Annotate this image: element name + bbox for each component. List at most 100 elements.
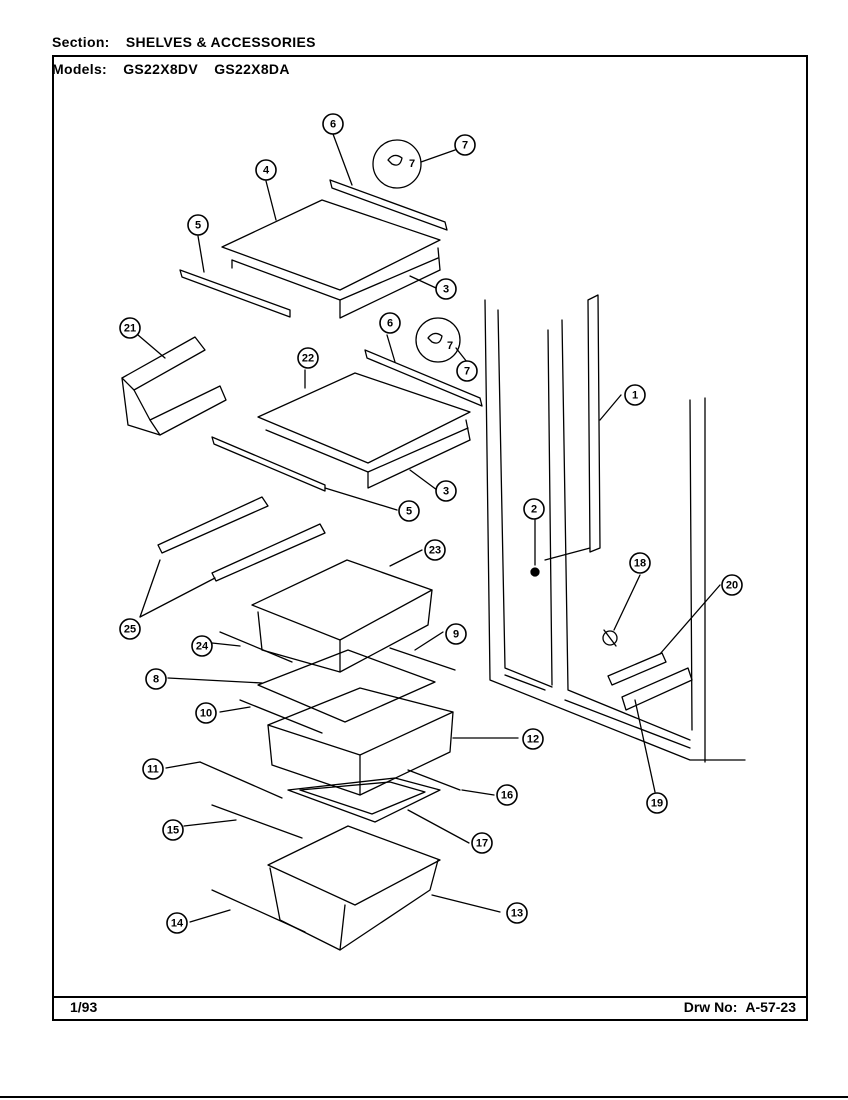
callout-number: 20 <box>726 580 738 592</box>
callout-circle <box>119 317 141 339</box>
callout-1: 1 <box>624 384 646 406</box>
screw-leader <box>544 547 591 561</box>
callout-circle <box>162 819 184 841</box>
models-label: Models: <box>52 61 107 77</box>
callout-2: 2 <box>523 498 545 520</box>
crisper-cover-glass <box>257 649 436 723</box>
callout-13: 13 <box>506 902 528 924</box>
callout-14: 14 <box>166 912 188 934</box>
callout-7: 7 <box>456 360 478 382</box>
callout-10: 10 <box>195 702 217 724</box>
callout-5: 5 <box>398 500 420 522</box>
shelf-ladder-rail <box>587 294 601 553</box>
callout-number: 11 <box>147 764 159 776</box>
callout-number: 5 <box>195 220 201 232</box>
callout-17: 17 <box>471 832 493 854</box>
callout-number: 18 <box>634 558 646 570</box>
callout-number: 6 <box>330 119 336 131</box>
crisper-cover-frame <box>287 777 441 823</box>
callout-22: 22 <box>297 347 319 369</box>
drawer-slide-rails <box>199 631 461 933</box>
callout-circle <box>255 159 277 181</box>
callout-20: 20 <box>721 574 743 596</box>
callout-24: 24 <box>191 635 213 657</box>
callout-circle <box>195 702 217 724</box>
callout-21: 21 <box>119 317 141 339</box>
lower-shelf-front-trim <box>364 349 483 407</box>
callout-circle <box>471 832 493 854</box>
callout-circle <box>523 498 545 520</box>
cabinet-bracket-20 <box>607 652 667 686</box>
callout-6: 6 <box>379 312 401 334</box>
callout-23: 23 <box>424 539 446 561</box>
callout-6: 6 <box>322 113 344 135</box>
callout-19: 19 <box>646 792 668 814</box>
lower-glass-shelf <box>257 372 471 489</box>
mounting-screw <box>530 567 540 577</box>
callout-number: 17 <box>476 838 488 850</box>
callout-number: 23 <box>429 545 441 557</box>
callout-16: 16 <box>496 784 518 806</box>
model-number-1: GS22X8DV <box>123 61 198 77</box>
callout-circle <box>506 902 528 924</box>
callout-circle <box>454 134 476 156</box>
callout-18: 18 <box>629 552 651 574</box>
callout-circle <box>398 500 420 522</box>
drawing-number-block: Drw No: A-57-23 <box>684 999 796 1015</box>
callout-7: 7 <box>454 134 476 156</box>
callout-3: 3 <box>435 278 457 300</box>
callout-number: 8 <box>153 674 159 686</box>
callout-number: 3 <box>443 486 449 498</box>
callout-number: 7 <box>462 140 468 152</box>
callout-number: 9 <box>453 629 459 641</box>
drawing-frame <box>52 55 808 1021</box>
callout-circle <box>721 574 743 596</box>
lower-crisper-drawer <box>267 825 441 951</box>
callout-circle <box>142 758 164 780</box>
page-bottom-rule <box>0 1096 848 1098</box>
clip-detail-inset <box>372 139 422 189</box>
callout-4: 4 <box>255 159 277 181</box>
callout-number: 2 <box>531 504 537 516</box>
callout-number: 3 <box>443 284 449 296</box>
drawing-number-label: Drw No: <box>683 999 738 1015</box>
callout-number: 6 <box>387 318 393 330</box>
footer-divider <box>52 996 808 998</box>
callout-circle <box>629 552 651 574</box>
inset-label: 7 <box>409 158 415 170</box>
callout-12: 12 <box>522 728 544 750</box>
callout-circle <box>456 360 478 382</box>
inset-label: 7 <box>447 340 453 352</box>
callout-number: 12 <box>527 734 539 746</box>
callout-circle <box>435 278 457 300</box>
upper-crisper-drawer <box>251 559 433 673</box>
models-heading: Models: GS22X8DV GS22X8DA <box>52 61 290 77</box>
callout-8: 8 <box>145 668 167 690</box>
callout-circle <box>191 635 213 657</box>
cabinet-fitting-18 <box>602 629 618 647</box>
drawing-number: A-57-23 <box>745 999 796 1015</box>
callout-number: 16 <box>501 790 513 802</box>
callout-circle <box>435 480 457 502</box>
cabinet-bracket-19 <box>621 667 693 711</box>
callout-number: 4 <box>263 165 270 177</box>
callout-5: 5 <box>187 214 209 236</box>
upper-shelf-front-trim <box>329 179 448 231</box>
callout-number: 7 <box>464 366 470 378</box>
callout-9: 9 <box>445 623 467 645</box>
section-label: Section: <box>52 34 110 50</box>
callout-circle <box>624 384 646 406</box>
callout-15: 15 <box>162 819 184 841</box>
section-heading: Section: SHELVES & ACCESSORIES <box>52 34 316 50</box>
section-value: SHELVES & ACCESSORIES <box>125 34 316 50</box>
clip-detail-inset-lower <box>415 317 461 363</box>
callout-number: 19 <box>651 798 663 810</box>
shelf-bracket <box>121 336 227 436</box>
callout-circle <box>145 668 167 690</box>
callout-circle <box>166 912 188 934</box>
callout-number: 15 <box>167 825 179 837</box>
callout-circle <box>424 539 446 561</box>
callout-circle <box>496 784 518 806</box>
callout-number: 21 <box>124 323 136 335</box>
middle-crisper-drawer <box>267 687 454 796</box>
